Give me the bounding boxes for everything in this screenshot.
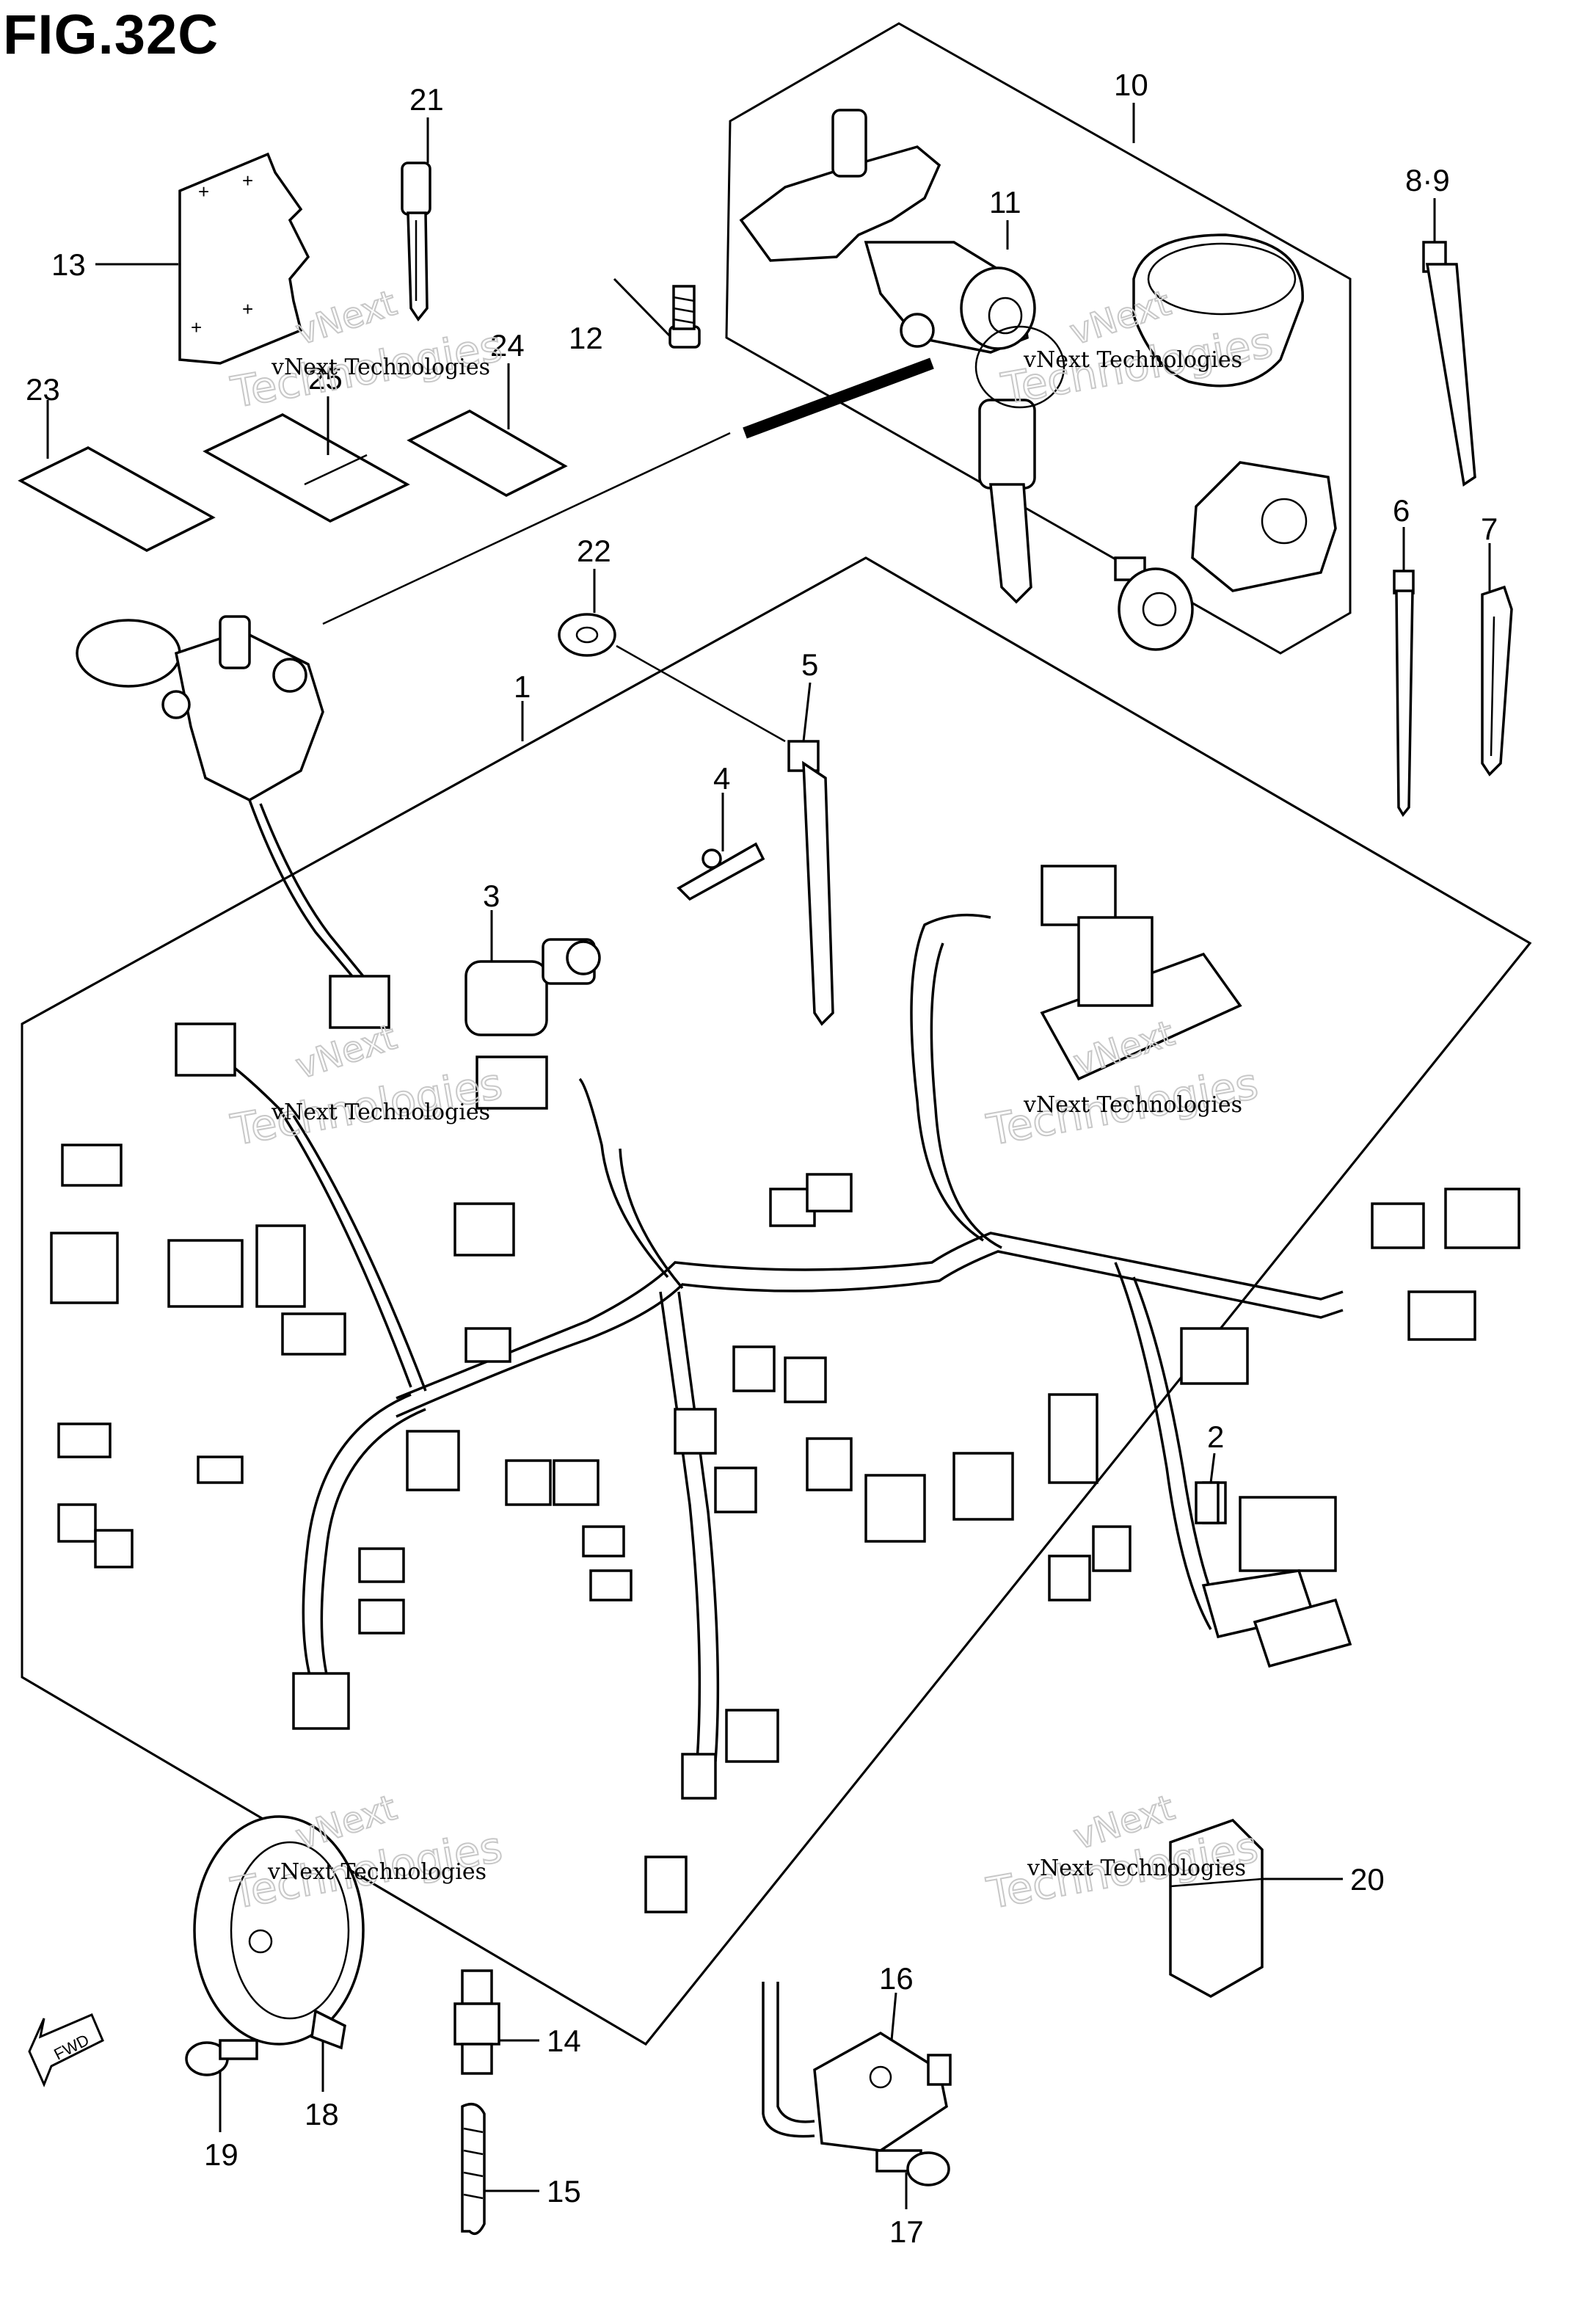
callout-17: 17: [889, 2214, 924, 2249]
cable-tie-6: [1393, 570, 1415, 818]
callout-11: 11: [989, 185, 1021, 219]
switch-14: [453, 1969, 500, 2075]
lock-cylinder: [1114, 556, 1194, 651]
callout-24: 24: [490, 328, 525, 363]
callout-14: 14: [547, 2024, 581, 2058]
callout-1: 1: [514, 669, 531, 704]
bolt-19: [185, 2039, 258, 2076]
cable-tie-8-9: [1422, 241, 1476, 487]
wm-text-5: vNext Technologies: [267, 1859, 487, 1885]
callout-5: 5: [801, 647, 818, 682]
callout-3: 3: [483, 879, 500, 913]
callout-23: 23: [26, 372, 60, 407]
fwd-arrow: FWD: [28, 2013, 104, 2087]
bolt-17: [875, 2149, 950, 2186]
callout-6: 6: [1393, 493, 1410, 528]
callout-21: 21: [409, 82, 444, 117]
switch-16: [762, 1982, 952, 2152]
callout-18: 18: [305, 2097, 339, 2131]
ignition-key: [974, 325, 1065, 604]
leader-washer: [616, 644, 786, 743]
screw-12: [668, 285, 701, 349]
clamp-5: [787, 740, 834, 1026]
band-7: [1481, 585, 1513, 777]
svg-text:+: +: [198, 181, 209, 203]
callout-15: 15: [547, 2174, 581, 2209]
label-23: [18, 446, 216, 552]
figure-title: FIG.32C: [3, 4, 219, 66]
callout-10: 10: [1114, 68, 1148, 102]
cap-cover: [1132, 233, 1304, 388]
callout-8-9: 8·9: [1405, 163, 1450, 197]
wm-text-1: vNext Technologies: [271, 355, 490, 380]
callout-7: 7: [1481, 512, 1498, 546]
wm-text-2: vNext Technologies: [1023, 347, 1242, 373]
wm-text-3: vNext Technologies: [271, 1099, 490, 1125]
callout-4: 4: [713, 761, 730, 796]
svg-text:+: +: [191, 316, 202, 338]
seat-lock: [1191, 461, 1337, 592]
callout-2: 2: [1207, 1419, 1224, 1454]
leader-line-switch: [322, 432, 731, 625]
wm-text-6: vNext Technologies: [1027, 1855, 1246, 1881]
fuse-2: [1195, 1481, 1220, 1524]
watermarks: vNext Technologies vNext Technologies vN…: [227, 282, 1278, 1919]
svg-text:+: +: [242, 298, 253, 320]
ignition-set-boundary: [725, 22, 1352, 655]
bracket-4: [677, 842, 765, 901]
harness-wires: [190, 799, 1344, 1762]
key-21: [401, 161, 431, 321]
wm-text-4: vNext Technologies: [1023, 1092, 1242, 1118]
relay-20: [1169, 1818, 1264, 1999]
washer-22: [558, 613, 616, 657]
ignition-switch-11: [739, 109, 1036, 354]
callout-labels: 13 21 23 25 24 12 10 11 8·9 6 7 22 1 5 4…: [26, 68, 1498, 2249]
horn-18: [193, 1815, 365, 2050]
bracket-plate-13: + + + +: [178, 152, 310, 365]
label-24: [407, 410, 568, 497]
label-25: [203, 413, 410, 523]
leader-lines: [46, 103, 1491, 2209]
svg-text:+: +: [242, 170, 253, 192]
harness-connectors: [50, 865, 1520, 1913]
harness-ignition-switch: [76, 615, 324, 801]
callout-12: 12: [569, 321, 603, 355]
callout-13: 13: [51, 247, 86, 282]
callout-19: 19: [204, 2137, 238, 2172]
callout-16: 16: [879, 1961, 914, 1996]
leader-bar: [743, 357, 934, 439]
callout-22: 22: [577, 534, 611, 568]
callout-20: 20: [1350, 1862, 1385, 1897]
sensor-3: [464, 938, 601, 1036]
spring-15: [461, 2102, 486, 2236]
callout-25: 25: [308, 361, 343, 396]
